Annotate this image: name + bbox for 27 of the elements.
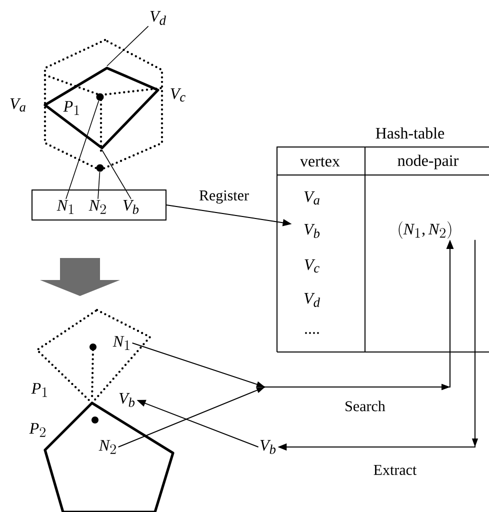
leader-line [106, 26, 149, 66]
vertex-list: $V_a$ $V_b$ $V_c$ $V_d$ .... [304, 191, 320, 334]
vertex-label: $V_c$ [170, 88, 186, 102]
node-dot [96, 164, 104, 172]
vertex-label: $V_b$ [119, 393, 135, 407]
polygon-label: $P_1$ [63, 101, 79, 115]
vertex-label: $V_a$ [10, 98, 26, 112]
leader-line [66, 100, 100, 200]
key-label: $V_b$ [123, 200, 139, 214]
column-header: vertex [300, 157, 340, 167]
edge-label: Register [199, 190, 249, 204]
vertex-label: $V_b$ [260, 440, 276, 454]
key-box [32, 190, 166, 220]
node-pair-cell: $(N_1, N_2)$ [398, 221, 452, 239]
polygon-label: $P_1$ [31, 383, 47, 397]
leader-line [102, 150, 132, 200]
node-dot [96, 93, 104, 101]
node-label: $N_1$ [112, 336, 130, 350]
leader-line [98, 172, 100, 200]
key-label: $N_1$ [56, 200, 74, 214]
polygon-label: $P_2$ [29, 423, 46, 437]
vertex-label: $V_d$ [150, 11, 166, 25]
node-label: $N_2$ [98, 440, 116, 454]
column-header: node-pair [398, 154, 459, 170]
edge-label: Search [346, 400, 386, 412]
edge-label: Extract [374, 465, 417, 475]
key-label: $N_2$ [88, 200, 106, 214]
